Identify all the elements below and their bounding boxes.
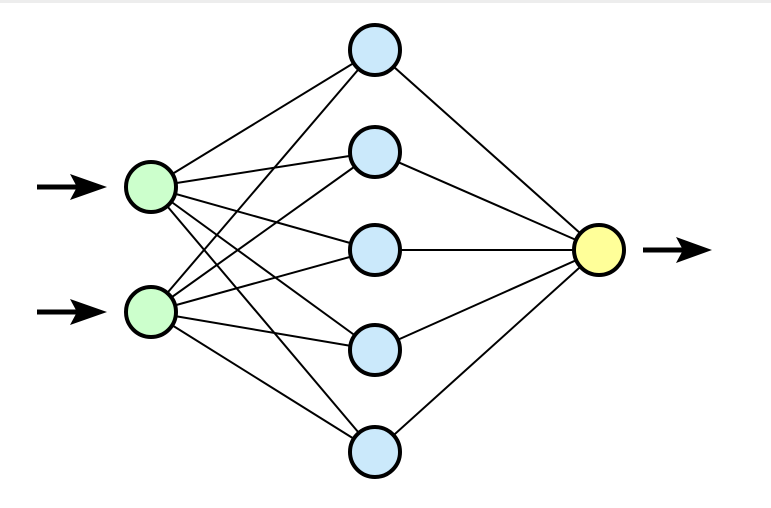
neuron-node-hidden-2[interactable] — [348, 125, 402, 179]
neuron-circle[interactable] — [124, 160, 178, 214]
neuron-node-hidden-5[interactable] — [348, 425, 402, 479]
neuron-circle[interactable] — [348, 23, 402, 77]
neuron-node-output-1[interactable] — [572, 223, 626, 277]
connection-edge — [150, 151, 376, 188]
top-edge-strip — [0, 0, 771, 3]
neuron-circle[interactable] — [124, 285, 178, 339]
neuron-circle[interactable] — [348, 223, 402, 277]
arrow-head — [70, 174, 107, 200]
connection-edge — [150, 186, 376, 251]
connection-edge — [374, 151, 600, 251]
input-arrow-icon — [37, 299, 107, 325]
connection-edge — [150, 186, 376, 351]
arrow-head — [676, 237, 712, 263]
connection-edge — [150, 151, 376, 313]
connection-edge — [374, 249, 600, 351]
io-arrows-group — [37, 174, 712, 325]
neuron-circle[interactable] — [348, 323, 402, 377]
connection-edge — [150, 49, 376, 188]
output-arrow-icon — [643, 237, 712, 263]
connection-edge — [150, 311, 376, 351]
input-arrow-icon — [37, 174, 107, 200]
neuron-node-hidden-4[interactable] — [348, 323, 402, 377]
neuron-node-input-1[interactable] — [124, 160, 178, 214]
neuron-circle[interactable] — [348, 125, 402, 179]
connection-edge — [150, 249, 376, 313]
neuron-circle[interactable] — [572, 223, 626, 277]
arrow-head — [70, 299, 107, 325]
neuron-node-hidden-3[interactable] — [348, 223, 402, 277]
connection-edge — [150, 311, 376, 453]
neuron-node-hidden-1[interactable] — [348, 23, 402, 77]
connection-edge — [150, 186, 376, 453]
connection-edges-group — [150, 49, 600, 453]
neuron-nodes-group — [124, 23, 626, 479]
connection-edge — [374, 249, 600, 453]
neuron-node-input-2[interactable] — [124, 285, 178, 339]
connection-edge — [150, 49, 376, 313]
neuron-circle[interactable] — [348, 425, 402, 479]
connection-edge — [374, 49, 600, 251]
